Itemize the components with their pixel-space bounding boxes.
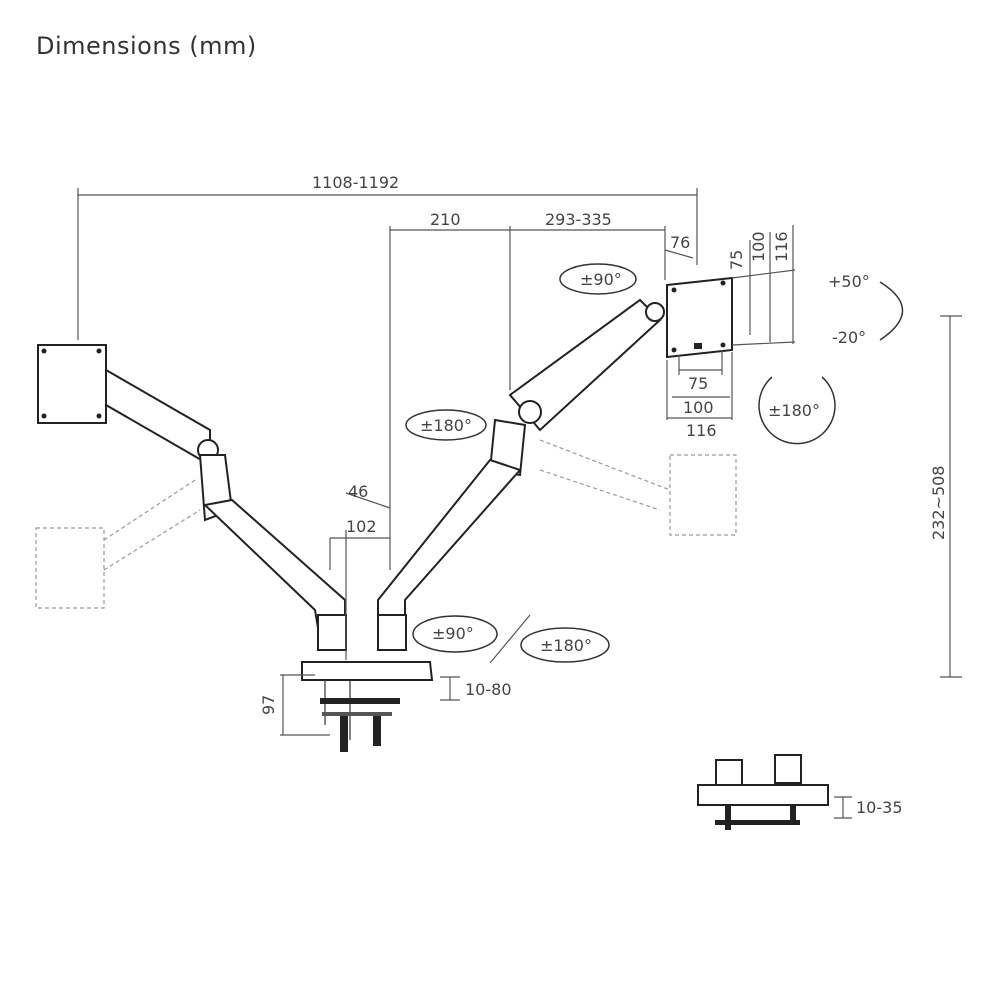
page-title: Dimensions (mm) [36,32,257,60]
base-rotation-indicators: ±90° ±180° [412,614,610,664]
ghost-positions [35,439,737,609]
label-97: 97 [259,695,278,715]
tilt-indicator: +50° -20° [828,272,904,347]
label-v-116: 116 [772,231,791,262]
label-h-75: 75 [688,374,708,393]
label-76: 76 [670,233,690,252]
label-46: 46 [348,482,368,501]
tilt-up-label: +50° [828,272,870,291]
grommet-base: 10-35 [697,754,903,830]
arm-rotate-label: ±180° [420,416,472,435]
label-293-335: 293-335 [545,210,612,229]
label-102: 102 [346,517,377,536]
rotate-screen-label: ±180° [768,401,820,420]
height-range-label: 232~508 [929,466,948,540]
base-rotate-label: ±180° [540,636,592,655]
right-arm [377,298,665,651]
label-10-35: 10-35 [856,798,903,817]
swivel-head-indicator: ±90° [559,263,637,295]
label-210: 210 [430,210,461,229]
base-swivel-label: ±90° [432,624,474,643]
tilt-down-label: -20° [832,328,866,347]
total-width-label: 1108-1192 [312,173,399,192]
total-width-dimension: 1108-1192 [77,173,698,340]
left-arm [37,344,347,651]
label-v-100: 100 [749,231,768,262]
label-10-80: 10-80 [465,680,512,699]
desk-clamp: 46 102 97 10-80 [259,482,512,752]
arm-rotate-indicator: ±180° [405,409,487,441]
swivel-head-label: ±90° [580,270,622,289]
rotate-screen-indicator: ±180° [758,376,836,445]
label-h-116: 116 [686,421,717,440]
height-dimension: 232~508 [929,315,962,678]
label-v-75: 75 [727,250,746,270]
arm-dimensions: 210 293-335 76 [389,210,694,570]
label-h-100: 100 [683,398,714,417]
right-vesa-plate: 75 100 116 75 100 116 [666,225,796,440]
